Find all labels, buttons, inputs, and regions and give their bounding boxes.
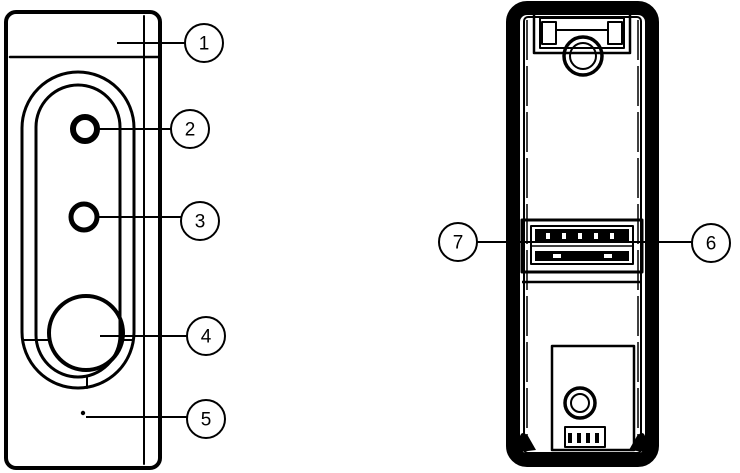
callout-7: 7 xyxy=(438,222,478,262)
terminal-connector xyxy=(564,426,606,448)
faceplate-inner xyxy=(34,83,122,379)
top-mount-hole-outer xyxy=(562,35,604,77)
latch-outer xyxy=(520,218,644,274)
front-body-outline xyxy=(4,10,162,470)
callout-circle-2 xyxy=(170,109,210,149)
microphone-hole xyxy=(80,410,86,416)
callout-circle-1 xyxy=(184,23,224,63)
callout-circle-6 xyxy=(691,223,731,263)
callout-4: 4 xyxy=(186,316,226,356)
terminal-screw-outer xyxy=(563,386,597,420)
doorbell-button xyxy=(47,294,125,372)
callout-6: 6 xyxy=(691,223,731,263)
top-bracket-slot-left xyxy=(541,21,557,45)
callout-3: 3 xyxy=(180,201,220,241)
callout-circle-4 xyxy=(186,316,226,356)
callout-label-4: 4 xyxy=(201,327,212,348)
callout-circle-7 xyxy=(438,222,478,262)
front-view xyxy=(4,10,162,470)
callout-label-6: 6 xyxy=(706,234,717,255)
callout-label-7: 7 xyxy=(453,233,464,254)
callout-label-2: 2 xyxy=(185,120,196,141)
top-mount-hole-inner xyxy=(569,42,597,70)
callout-label-3: 3 xyxy=(195,212,206,233)
faceplate-outer xyxy=(20,70,136,390)
back-body-outline xyxy=(506,1,659,467)
terminal-pins xyxy=(568,433,599,443)
terminal-compartment xyxy=(550,344,636,452)
light-sensor xyxy=(68,201,100,233)
leader-lines xyxy=(86,42,692,418)
latch-teeth-gaps xyxy=(546,233,614,258)
callout-2: 2 xyxy=(170,109,210,149)
back-view xyxy=(506,1,659,467)
top-bracket-inner xyxy=(539,17,625,49)
terminal-screw-inner xyxy=(570,393,590,413)
camera-lens xyxy=(70,114,100,144)
top-bracket-slot-right xyxy=(607,21,623,45)
callout-1: 1 xyxy=(184,23,224,63)
latch-inner xyxy=(530,225,634,265)
callout-label-1: 1 xyxy=(199,34,210,55)
top-bracket-outer xyxy=(532,11,632,55)
callout-circle-5 xyxy=(186,399,226,439)
back-corner-feet xyxy=(520,433,645,452)
callout-label-5: 5 xyxy=(201,410,212,431)
callout-5: 5 xyxy=(186,399,226,439)
callout-circle-3 xyxy=(180,201,220,241)
